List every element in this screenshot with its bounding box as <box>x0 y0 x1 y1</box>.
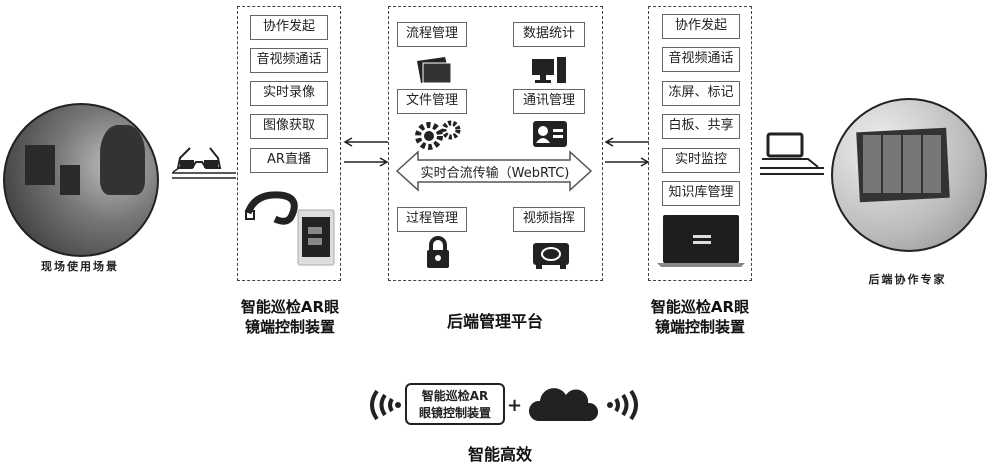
platform-item-procedure-mgmt[interactable]: 过程管理 <box>397 207 467 232</box>
laptop-screenshot <box>657 215 745 267</box>
right-device-caption-2: 镜端控制装置 <box>654 318 745 336</box>
left-item-ar-live[interactable]: AR直播 <box>250 148 328 173</box>
bottom-caption: 智能高效 <box>467 445 532 464</box>
right-bidirectional-arrows <box>604 137 650 167</box>
left-item-av-call[interactable]: 音视频通话 <box>250 48 328 73</box>
computer-icon <box>532 57 566 83</box>
platform-item-process-mgmt[interactable]: 流程管理 <box>397 22 467 47</box>
left-item-capture[interactable]: 图像获取 <box>250 114 328 139</box>
left-bidirectional-arrows <box>343 137 389 167</box>
platform-item-file-mgmt[interactable]: 文件管理 <box>397 89 467 114</box>
expert-scene-photo <box>831 98 987 252</box>
left-device-panel <box>237 6 341 281</box>
field-scene-caption: 现场使用场景 <box>41 260 119 273</box>
laptop-icon <box>760 132 824 175</box>
right-item-av-call[interactable]: 音视频通话 <box>662 47 740 72</box>
ar-glasses-icon <box>172 147 236 179</box>
left-item-collab[interactable]: 协作发起 <box>250 15 328 40</box>
right-device-panel <box>648 6 752 281</box>
platform-item-comm-mgmt[interactable]: 通讯管理 <box>513 89 585 114</box>
ar-device-box-line2: 眼镜控制装置 <box>418 406 491 420</box>
left-item-record[interactable]: 实时录像 <box>250 81 328 106</box>
right-device-caption-1: 智能巡检AR眼 <box>650 298 750 316</box>
right-item-whiteboard-share[interactable]: 白板、共享 <box>662 114 740 139</box>
contact-card-icon <box>533 121 567 147</box>
platform-item-video-command[interactable]: 视频指挥 <box>513 207 585 232</box>
ar-device-box <box>405 383 505 425</box>
ar-headset-image <box>244 191 335 266</box>
platform-item-statistics[interactable]: 数据统计 <box>513 22 585 47</box>
ar-device-box-line1: 智能巡检AR <box>421 389 489 403</box>
wireless-right-icon <box>607 389 638 421</box>
video-device-icon <box>533 243 569 269</box>
left-device-caption-1: 智能巡检AR眼 <box>240 298 340 316</box>
right-item-monitor[interactable]: 实时监控 <box>662 148 740 173</box>
field-scene-photo <box>3 103 159 257</box>
right-item-freeze-mark[interactable]: 冻屏、标记 <box>662 81 740 106</box>
expert-scene-caption: 后端协作专家 <box>868 273 947 286</box>
cloud-icon <box>528 388 599 421</box>
platform-panel <box>388 6 603 281</box>
left-device-caption-2: 镜端控制装置 <box>244 318 335 336</box>
right-item-knowledge-base[interactable]: 知识库管理 <box>662 181 740 206</box>
plus-sign: + <box>507 395 523 416</box>
transport-label: 实时合流传输（WebRTC) <box>420 166 570 181</box>
lock-icon <box>427 236 449 268</box>
wireless-left-icon <box>370 389 401 421</box>
transport-double-arrow <box>396 150 592 192</box>
platform-caption: 后端管理平台 <box>446 312 543 331</box>
gears-icon <box>415 120 461 150</box>
right-item-collab[interactable]: 协作发起 <box>662 14 740 39</box>
folder-icon <box>417 57 452 84</box>
